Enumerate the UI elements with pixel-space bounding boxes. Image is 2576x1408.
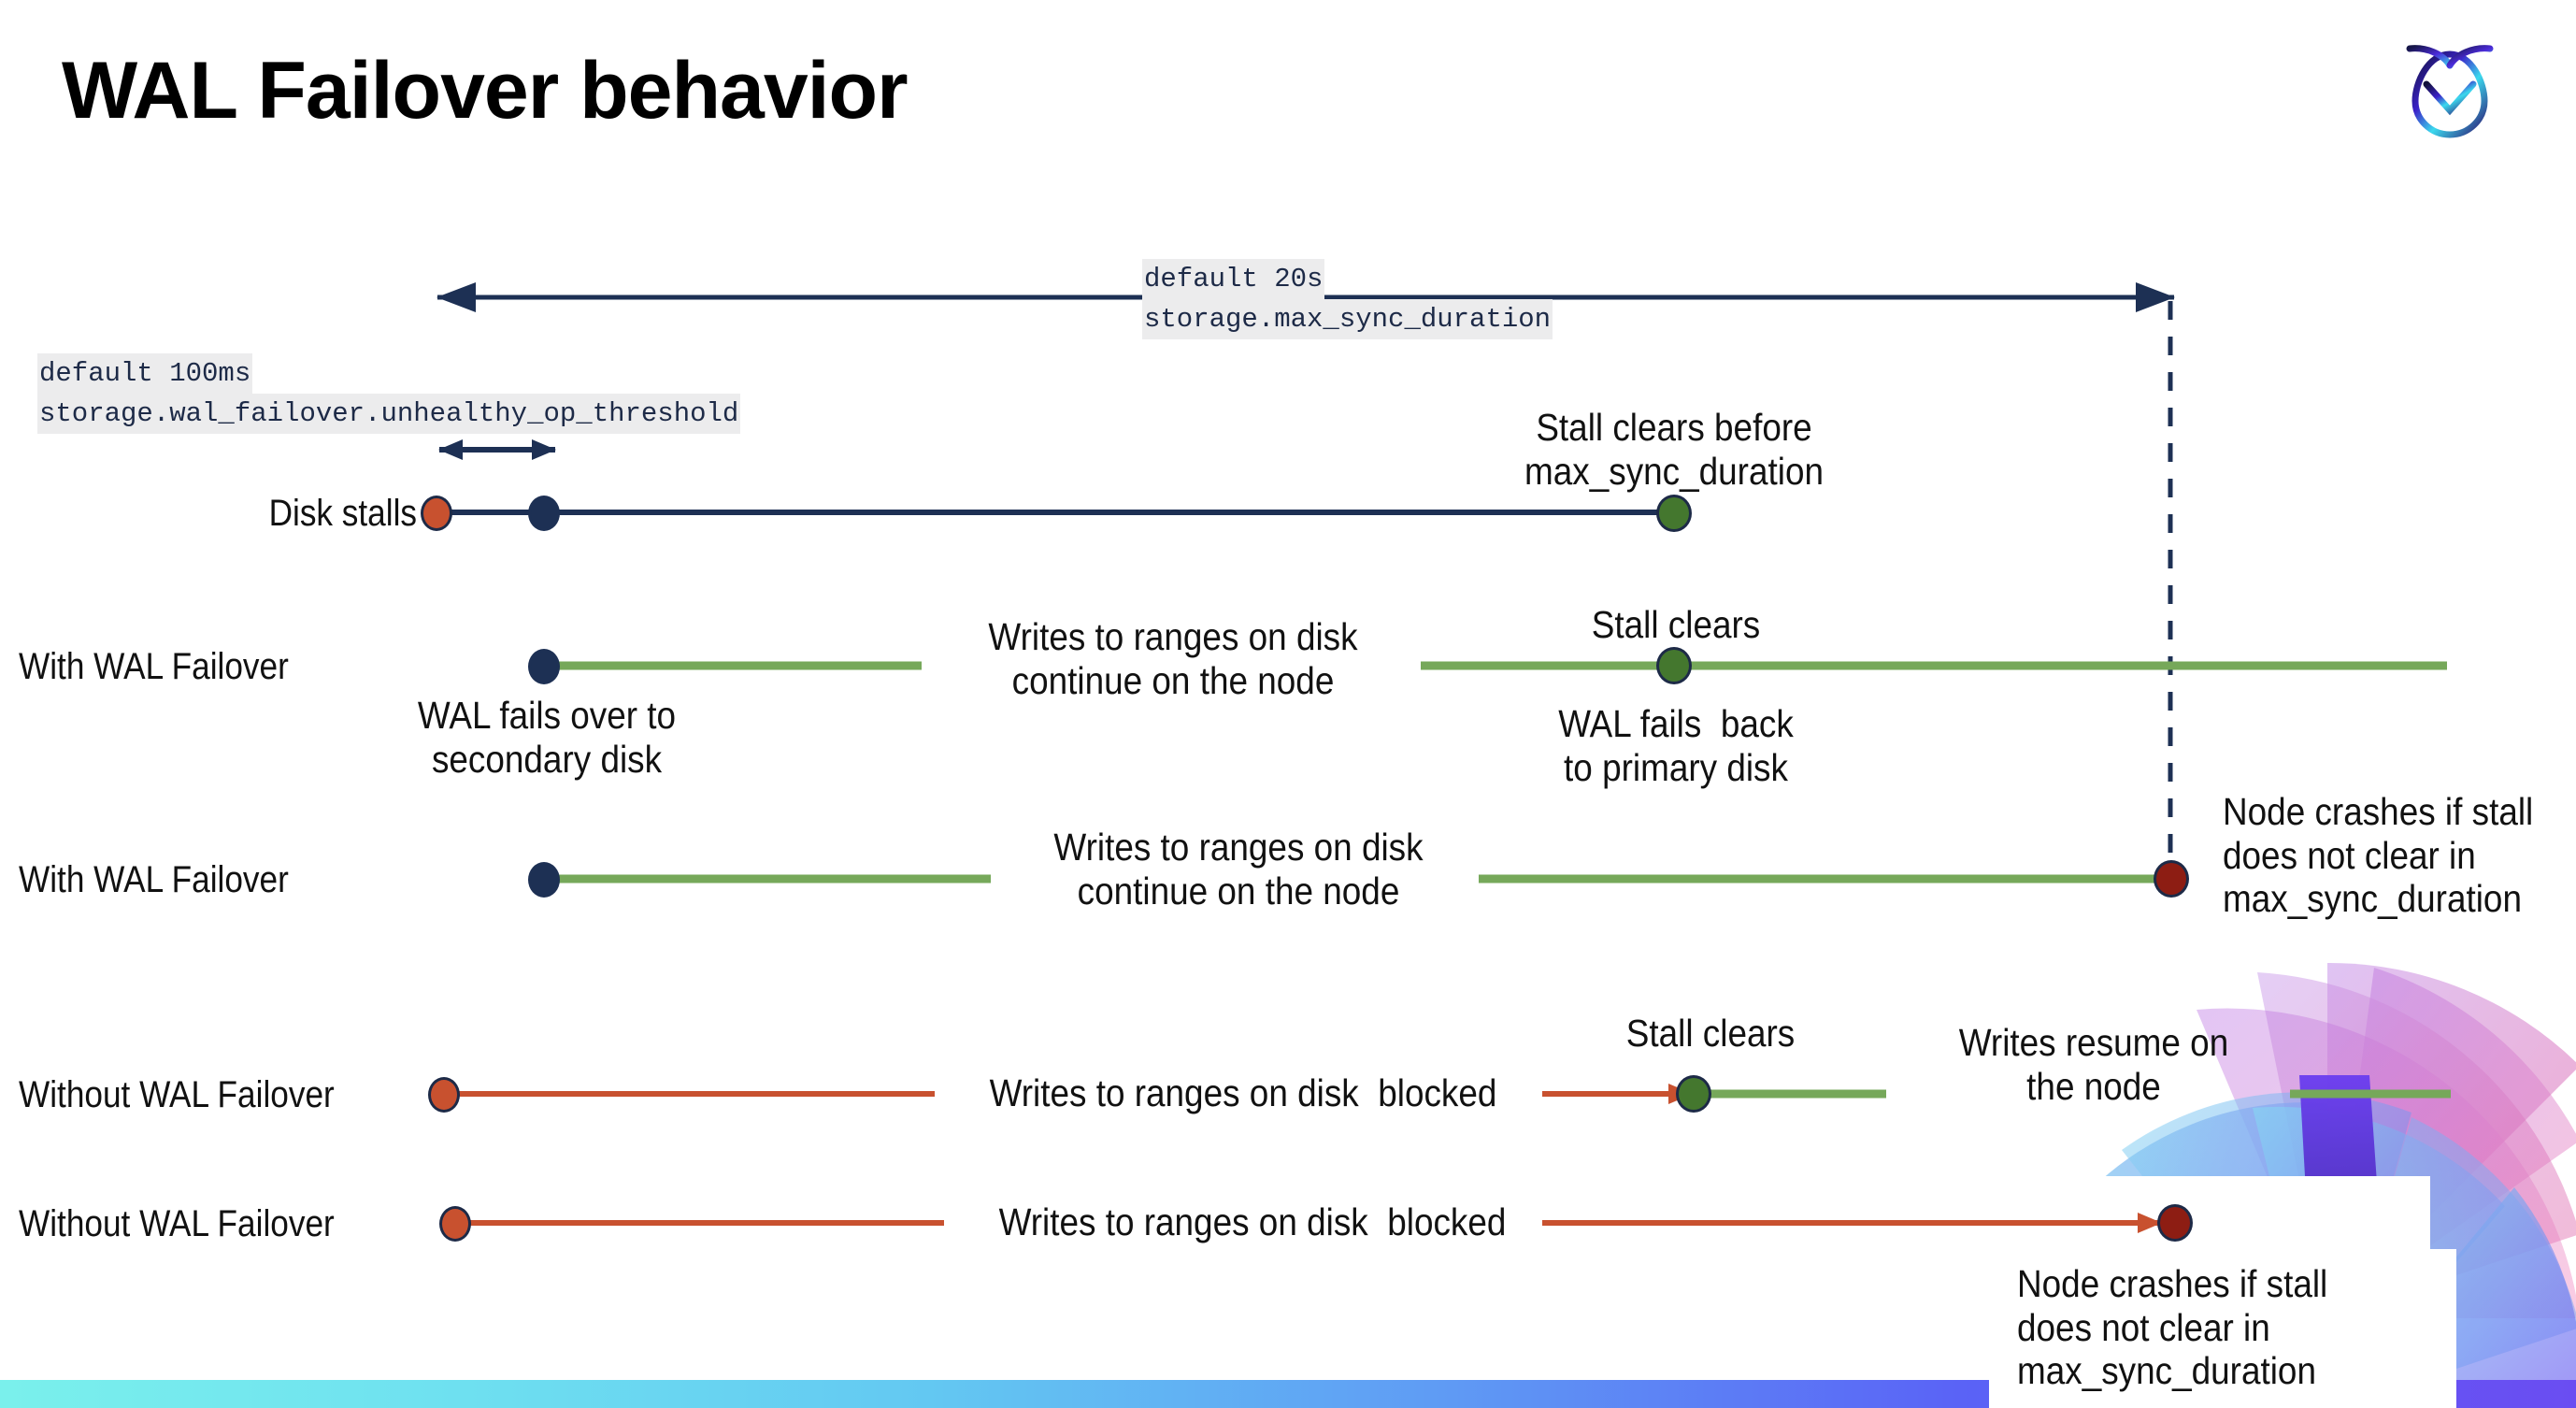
max-sync-duration-setting-chip: storage.max_sync_duration: [1142, 299, 1553, 340]
row-label-without-wal-failover-1: Without WAL Failover: [19, 1074, 335, 1115]
annotation-stall-clears-1: Stall clears: [1591, 603, 1761, 646]
dot-stall-clears-row4: [1676, 1075, 1711, 1113]
unhealthy-op-threshold-default-chip: default 100ms: [37, 353, 253, 395]
max-sync-duration-default-chip: default 20s: [1142, 259, 1325, 300]
dot-stall-clears-row2: [1656, 647, 1692, 684]
dot-stall-clears-row1: [1656, 495, 1692, 532]
dot-wal-fails-over: [528, 649, 560, 684]
node-crash-caption-card: [1989, 1249, 2456, 1408]
dot-node-crash-row3: [2154, 860, 2189, 898]
dot-failover-trigger: [528, 496, 560, 531]
annotation-writes-blocked-1: Writes to ranges on disk blocked: [989, 1071, 1497, 1114]
annotation-writes-resume: Writes resume on the node: [1958, 1021, 2229, 1108]
annotation-wal-fails-back: WAL fails back to primary disk: [1558, 702, 1794, 789]
dot-disk-stall-start-row4: [428, 1077, 460, 1113]
dot-disk-stall-start: [421, 496, 452, 531]
annotation-wal-fails-over: WAL fails over to secondary disk: [417, 694, 677, 781]
page-title: WAL Failover behavior: [62, 46, 909, 136]
annotation-writes-blocked-2: Writes to ranges on disk blocked: [998, 1200, 1507, 1243]
row-label-with-wal-failover-2: With WAL Failover: [19, 859, 289, 900]
annotation-node-crashes-2-text: Node crashes if stall does not clear in …: [2017, 1262, 2328, 1393]
annotation-stall-clears-before: Stall clears before max_sync_duration: [1524, 406, 1824, 493]
annotation-stall-clears-2: Stall clears: [1625, 1012, 1796, 1055]
dot-disk-stall-start-row5: [439, 1206, 471, 1242]
row-label-disk-stalls: Disk stalls: [268, 493, 417, 534]
row-label-with-wal-failover-1: With WAL Failover: [19, 646, 289, 687]
row-label-without-wal-failover-2: Without WAL Failover: [19, 1203, 335, 1244]
annotation-writes-continue-2: Writes to ranges on disk continue on the…: [1053, 826, 1424, 912]
annotation-node-crashes-1: Node crashes if stall does not clear in …: [2223, 790, 2534, 921]
unhealthy-op-threshold-setting-chip: storage.wal_failover.unhealthy_op_thresh…: [37, 394, 741, 435]
dot-node-crash-row5: [2157, 1204, 2193, 1242]
dot-wal-fails-over-2: [528, 862, 560, 898]
annotation-writes-continue-1: Writes to ranges on disk continue on the…: [988, 615, 1358, 702]
cockroachdb-logo-icon: [2406, 45, 2494, 138]
